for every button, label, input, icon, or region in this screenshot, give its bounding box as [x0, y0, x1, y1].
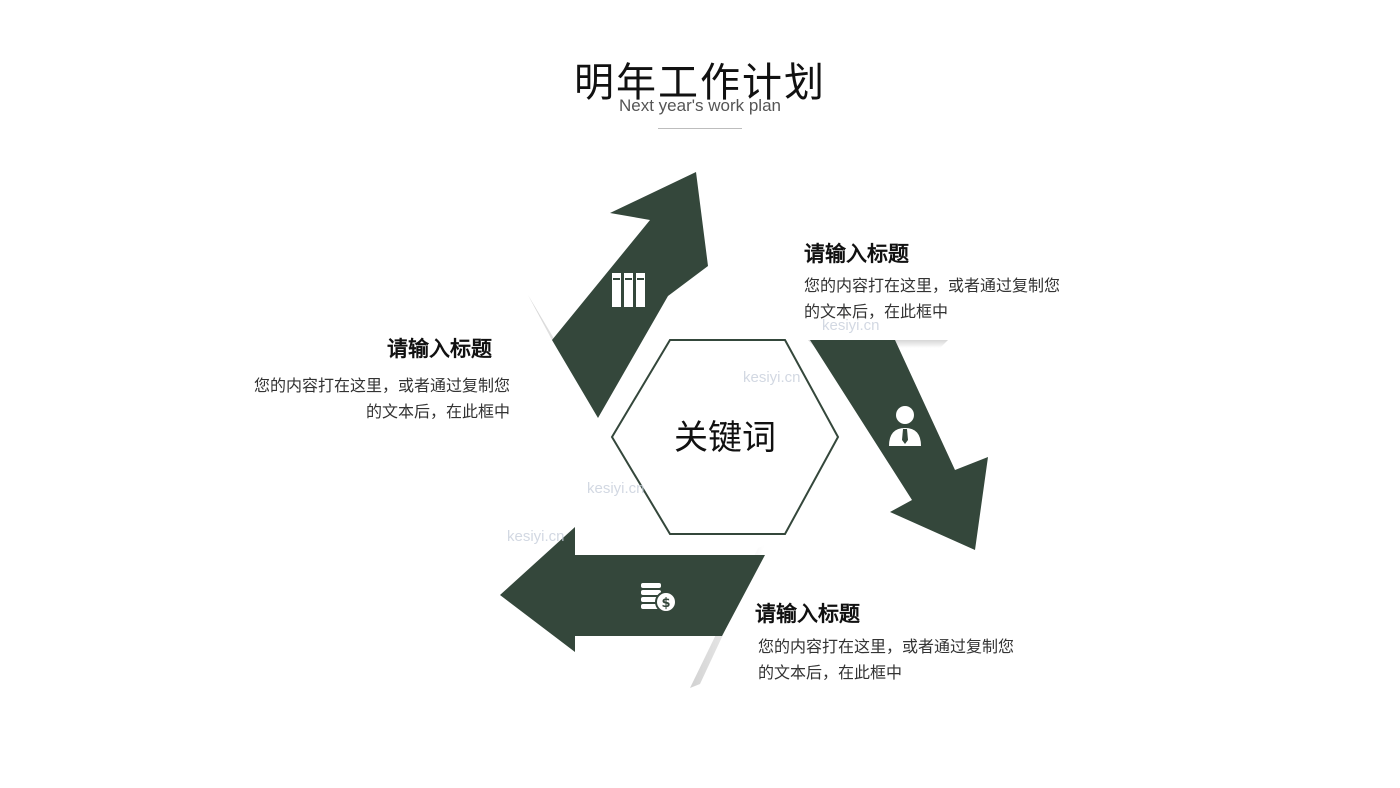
center-keyword: 关键词 — [674, 418, 776, 458]
page-title: 明年工作计划 — [574, 60, 826, 106]
watermark-3: kesiyi.cn — [587, 480, 645, 497]
page-subtitle: Next year's work plan — [619, 96, 781, 115]
block-title-left: 请输入标题 — [387, 337, 492, 361]
watermark-4: kesiyi.cn — [507, 528, 565, 545]
watermark-1: kesiyi.cn — [822, 317, 880, 334]
block-body-bottom-right: 您的内容打在这里，或者通过复制您 的文本后，在此框中 — [758, 634, 1014, 686]
block-line: 您的内容打在这里，或者通过复制您 — [804, 276, 1061, 295]
svg-text:$: $ — [661, 596, 670, 611]
block-line: 您的内容打在这里，或者通过复制您 — [253, 376, 510, 395]
businessman-icon — [889, 406, 921, 446]
arrow-lower — [500, 527, 765, 652]
block-line: 您的内容打在这里，或者通过复制您 — [758, 637, 1015, 656]
binders-icon — [612, 273, 645, 307]
watermark-2: kesiyi.cn — [743, 369, 801, 386]
title-divider — [658, 128, 742, 129]
block-line: 的文本后，在此框中 — [365, 402, 510, 421]
block-body-left: 您的内容打在这里，或者通过复制您 的文本后，在此框中 — [222, 373, 510, 425]
block-line: 的文本后，在此框中 — [804, 302, 949, 321]
block-title-bottom-right: 请输入标题 — [755, 602, 860, 626]
coins-dollar-icon: $ — [641, 583, 677, 613]
center-hexagon — [610, 339, 840, 535]
block-body-top-right: 您的内容打在这里，或者通过复制您 的文本后，在此框中 — [804, 273, 1060, 325]
block-title-top-right: 请输入标题 — [804, 242, 909, 266]
block-line: 的文本后，在此框中 — [758, 663, 903, 682]
